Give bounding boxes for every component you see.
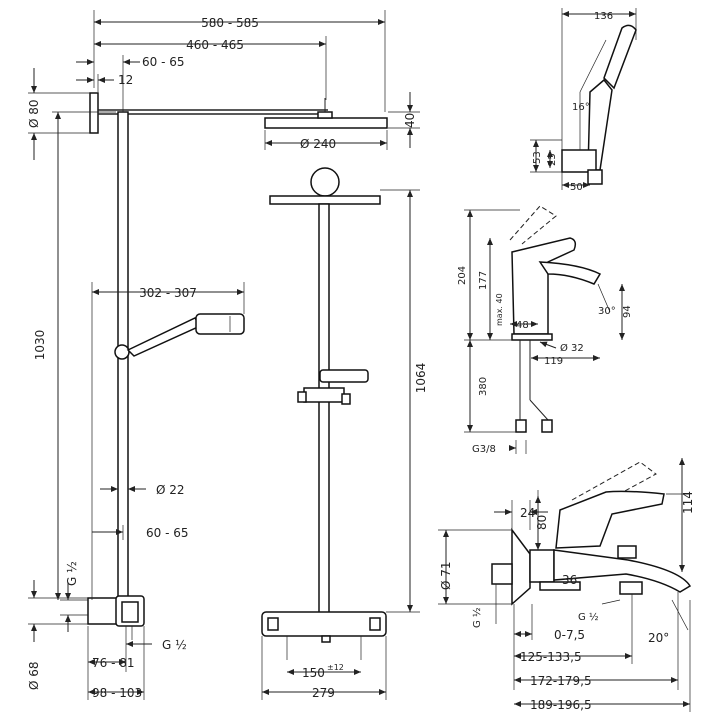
dim-12: 12 [118,73,133,87]
dim-30-deg: 30° [598,306,616,317]
bath-mixer-spout [553,549,692,593]
dim-279: 279 [312,686,335,700]
dim-25: 25 [547,153,558,166]
dim-16-deg: 16° [572,102,590,113]
bath-mixer-rosette [511,527,531,606]
dim-50: 50 [570,182,583,193]
overhead-shower-side [269,195,381,205]
thermostat-wall-plate [87,597,119,625]
dim-g-3-8: G3/8 [472,444,496,455]
dim-g-half-a: G ½ [471,607,483,628]
bath-mixer-detail: 24 80 114 Ø 71 36 G ½ G ½ 0-7,5 20° 125-… [438,458,695,712]
shower-front-view: 580 - 585 460 - 465 60 - 65 12 Ø 80 1030… [27,10,388,700]
dim-60-65-mid: 60 - 65 [146,526,189,540]
dim-189-196-5: 189-196,5 [530,698,592,712]
dim-76-81: 76 - 81 [92,656,135,670]
dim-0-7-5: 0-7,5 [554,628,585,642]
hand-shower-detail: 136 16° 53 25 50 [530,8,637,193]
dim-1064: 1064 [414,363,428,394]
basin-mixer-body [511,237,577,335]
basin-mixer-spout [538,261,602,285]
dim-98-103: 98 - 103 [92,686,142,700]
dim-580-585: 580 - 585 [201,16,259,30]
dim-20-deg: 20° [648,631,669,645]
dim-dia-71: Ø 71 [439,561,453,590]
thermostat-bar [261,611,387,637]
overhead-shower [264,117,388,129]
dim-460-465: 460 - 465 [186,38,244,52]
dim-302-307: 302 - 307 [139,286,197,300]
dim-150: 150 [302,666,325,680]
dim-172-179-5: 172-179,5 [530,674,592,688]
hand-shower-holder [114,344,130,360]
dim-119: 119 [544,356,563,367]
dim-125-133-5: 125-133,5 [520,650,582,664]
dim-dia-32: Ø 32 [560,342,584,354]
dim-max-40: max. 40 [495,293,504,326]
dim-53: 53 [532,151,543,164]
dim-204: 204 [457,266,468,285]
hand-shower-head [603,24,637,90]
shower-side-view: 40 Ø 240 1064 150 ±12 [261,92,428,700]
dim-g-half-left: G ½ [65,561,79,586]
dim-g-half-b: G ½ [578,611,599,623]
dim-60-65-top: 60 - 65 [142,55,185,69]
dim-150-tolerance: ±12 [327,663,344,672]
bath-mixer-handle [555,490,665,549]
dim-48: 48 [516,320,529,331]
dim-dia-22: Ø 22 [156,483,185,497]
shelf [319,369,369,383]
dim-dia-80: Ø 80 [27,99,41,128]
dim-1030: 1030 [33,330,47,361]
hand-shower [126,317,202,357]
dim-40: 40 [403,113,417,128]
basin-mixer-detail: 204 177 max. 40 48 30° 94 Ø 32 119 380 G… [457,205,633,455]
dim-114: 114 [681,491,695,514]
dim-380: 380 [478,377,489,396]
dim-136: 136 [594,11,613,22]
dim-177: 177 [478,271,489,290]
dim-94: 94 [622,305,633,318]
wall-bracket-top [89,92,99,134]
dim-dia-68: Ø 68 [27,661,41,690]
dim-g-half-right: G ½ [162,638,187,652]
dim-36: 36 [562,573,577,587]
dim-24: 24 [520,506,535,520]
dim-dia-240: Ø 240 [300,137,336,151]
dim-80: 80 [535,515,549,530]
